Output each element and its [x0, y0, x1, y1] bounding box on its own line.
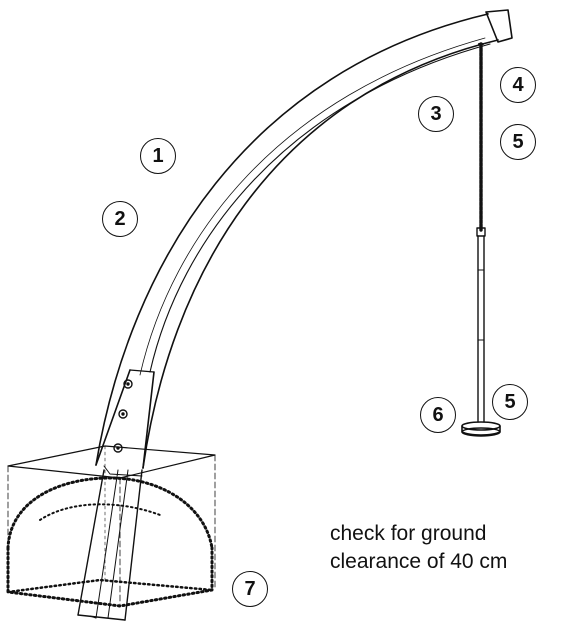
callout-5-bottom: 5 — [492, 384, 528, 420]
foundation-block — [6, 445, 216, 608]
hanging-chain — [478, 42, 484, 232]
callout-1: 1 — [140, 138, 176, 174]
callout-3: 3 — [418, 96, 454, 132]
callout-4: 4 — [500, 67, 536, 103]
callout-2: 2 — [102, 201, 138, 237]
curved-arm — [95, 9, 513, 469]
note-line-2: clearance of 40 cm — [330, 550, 508, 573]
post-base — [77, 369, 155, 621]
ground-clearance-note: check for ground clearance of 40 cm — [330, 520, 507, 576]
rod-and-base — [461, 227, 501, 437]
callout-7: 7 — [232, 571, 268, 607]
callout-6: 6 — [420, 397, 456, 433]
note-line-1: check for ground — [330, 522, 487, 545]
callout-5-top: 5 — [500, 124, 536, 160]
